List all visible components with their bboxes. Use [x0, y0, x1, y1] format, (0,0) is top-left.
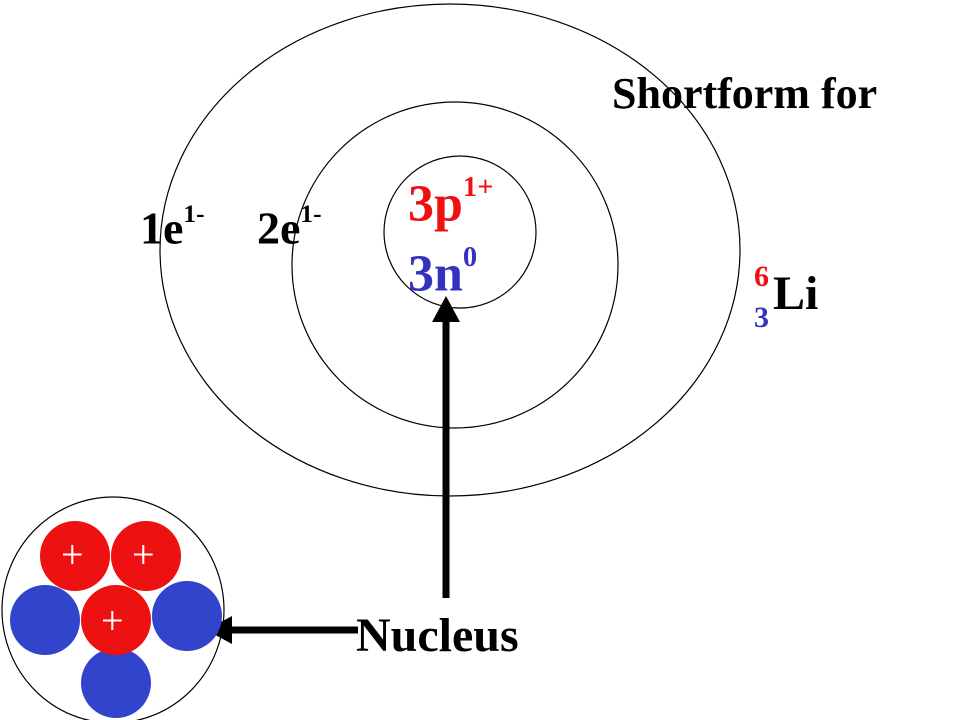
mass-number: 6 [754, 260, 769, 293]
outer-electron-charge: 1- [183, 200, 205, 228]
shortform-title: Shortform for [612, 69, 878, 118]
nucleus-label: Nucleus [356, 609, 519, 662]
outer-electron-count: 1e [140, 202, 184, 254]
proton-label: 3p1+ [408, 172, 494, 233]
inner-electron-count: 2e [257, 202, 301, 254]
neutron-count: 3n [408, 245, 463, 303]
zoomed-nucleus-outline [1, 496, 225, 720]
outer-shell [159, 3, 741, 497]
neutron-charge: 0 [462, 242, 478, 273]
inner-electron-label: 2e1- [257, 200, 322, 254]
atomic-number: 3 [754, 301, 769, 334]
proton-sign-3: + [101, 598, 124, 643]
neutron-label: 3n0 [408, 242, 478, 303]
inner-shell [291, 101, 619, 429]
outer-electron-label: 1e1- [140, 200, 205, 254]
nucleus-arrow-up-head [432, 296, 460, 322]
proton-charge: 1+ [462, 172, 494, 203]
neutron-left [10, 585, 80, 655]
proton-top-left [40, 521, 110, 591]
neutron-right [152, 581, 222, 651]
element-symbol: Li [773, 267, 819, 320]
proton-top-right [111, 521, 181, 591]
neutron-bottom [81, 648, 151, 718]
inner-electron-charge: 1- [300, 200, 322, 228]
proton-middle [81, 585, 151, 655]
nucleus-circle [383, 155, 537, 309]
proton-sign-1: + [61, 532, 84, 577]
proton-count: 3p [408, 175, 463, 233]
proton-sign-2: + [132, 532, 155, 577]
